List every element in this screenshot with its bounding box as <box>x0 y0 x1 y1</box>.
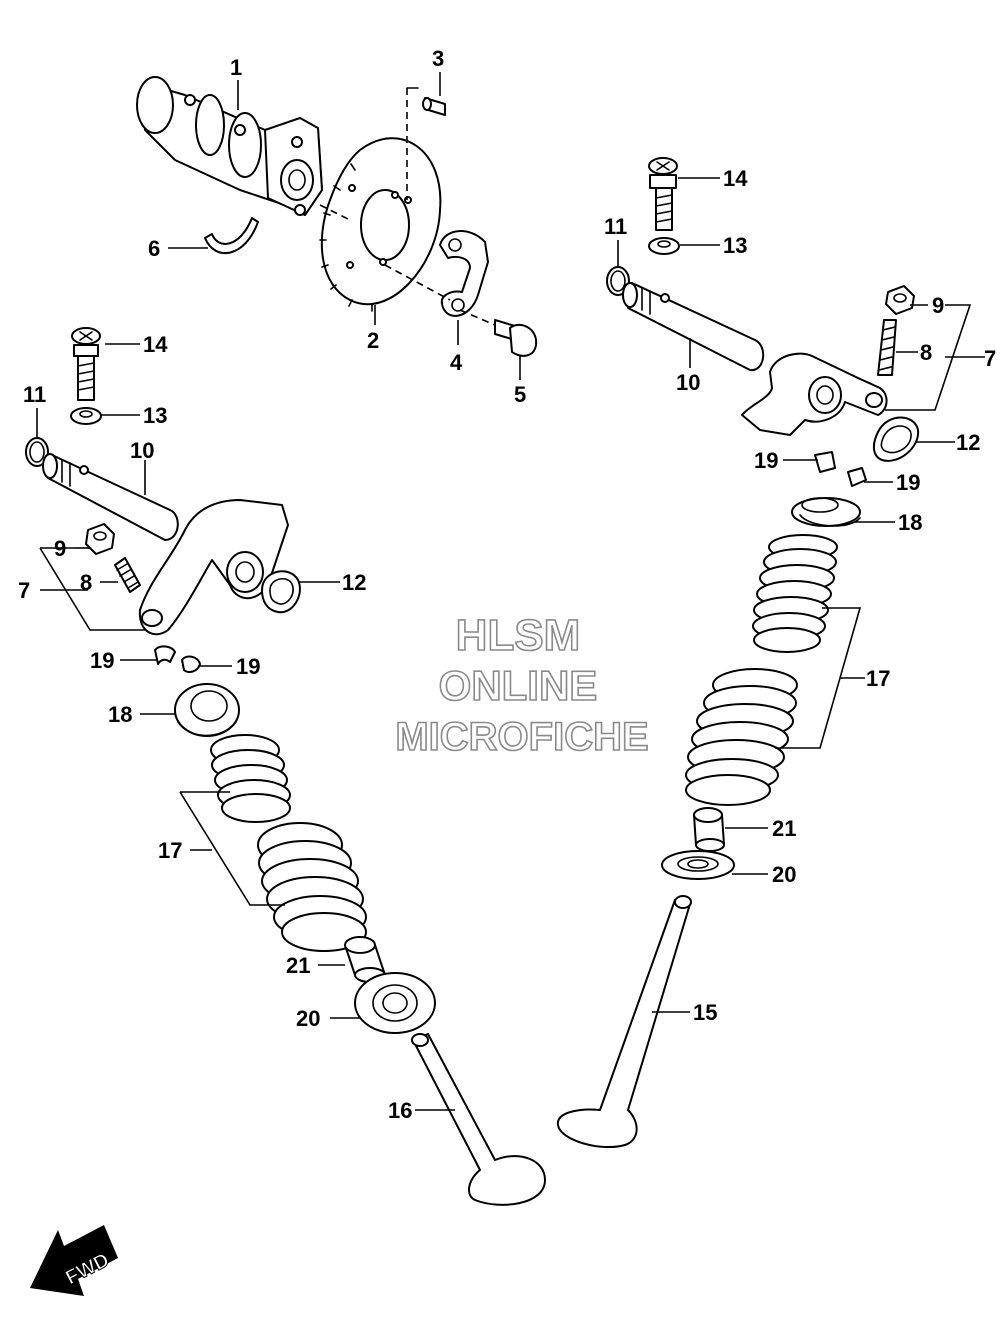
intake-valve <box>411 1033 546 1206</box>
watermark-line-1: HLSM <box>456 611 581 660</box>
valve-cotter-left <box>154 645 201 673</box>
callout-19-left-a: 19 <box>90 648 114 673</box>
valve-spring-inner-left <box>210 734 291 823</box>
callout-11-left: 11 <box>23 382 46 407</box>
callout-20-right: 20 <box>772 862 796 887</box>
rocker-arm-right <box>741 352 888 436</box>
callout-1: 1 <box>230 55 242 80</box>
callout-13-right: 13 <box>723 233 747 258</box>
valve-spring-outer-left <box>257 822 367 952</box>
forward-direction-arrow: FWD <box>30 1225 118 1296</box>
callout-11-right: 11 <box>604 214 627 239</box>
valve-spring-outer-right <box>685 668 798 806</box>
callout-8-left: 8 <box>80 570 92 595</box>
exhaust-valve <box>556 895 692 1149</box>
adjuster-screw-right <box>877 319 897 376</box>
cam-sprocket <box>319 137 442 312</box>
callout-16: 16 <box>388 1098 412 1123</box>
callout-6: 6 <box>148 236 160 261</box>
callout-7-right: 7 <box>984 346 996 371</box>
callout-17-right: 17 <box>866 666 890 691</box>
adjuster-screw-left <box>114 557 141 593</box>
watermark-line-3: MICROFICHE <box>395 715 648 759</box>
circlip <box>204 217 259 255</box>
callout-17-left: 17 <box>158 838 182 863</box>
callout-10-left: 10 <box>130 438 154 463</box>
rocker-shaft-left <box>42 453 179 541</box>
callout-18-right: 18 <box>898 510 922 535</box>
camshaft <box>136 76 323 216</box>
washer-right <box>648 237 680 255</box>
spring-seat-right <box>661 850 735 880</box>
callout-labels: 1 2 3 4 5 6 7 7 8 8 9 9 10 10 11 11 12 1… <box>18 46 996 1123</box>
callout-18-left: 18 <box>108 702 132 727</box>
callout-7-left: 7 <box>18 578 30 603</box>
valve-stem-seal-right <box>693 807 725 852</box>
washer-left <box>70 407 102 425</box>
alignment-lines-top <box>319 87 496 326</box>
callout-5: 5 <box>514 382 526 407</box>
callout-9-right: 9 <box>932 293 944 318</box>
callout-19-right-b: 19 <box>896 470 920 495</box>
callout-15: 15 <box>693 1000 717 1025</box>
dowel-pin <box>422 97 446 116</box>
callout-3: 3 <box>432 46 444 71</box>
watermark: HLSM ONLINE MICROFICHE <box>395 610 650 760</box>
sprocket-bolt <box>494 319 538 357</box>
callout-8-right: 8 <box>920 340 932 365</box>
spring-retainer-left <box>174 683 240 737</box>
callout-12-right: 12 <box>956 430 980 455</box>
spring-seat-left <box>354 972 436 1034</box>
watermark-line-2: ONLINE <box>439 662 598 709</box>
callout-10-right: 10 <box>676 370 700 395</box>
rocker-arm-left <box>138 499 289 636</box>
callout-20-left: 20 <box>296 1006 320 1031</box>
valve-cotter-right <box>814 451 867 487</box>
callout-21-left: 21 <box>286 953 310 978</box>
rocker-shaft-right <box>622 282 765 372</box>
leader-lines <box>36 72 985 1111</box>
callout-21-right: 21 <box>772 816 796 841</box>
adjuster-nut-left <box>85 523 115 555</box>
callout-9-left: 9 <box>54 536 66 561</box>
callout-14-right: 14 <box>723 166 748 191</box>
callout-12-left: 12 <box>342 570 366 595</box>
callout-4: 4 <box>450 350 463 375</box>
callout-14-left: 14 <box>143 332 168 357</box>
valve-spring-inner-right <box>752 534 838 653</box>
locking-plate <box>439 230 489 317</box>
callout-19-right-a: 19 <box>754 448 778 473</box>
callout-2: 2 <box>367 328 379 353</box>
callout-13-left: 13 <box>143 403 167 428</box>
spring-retainer-right <box>791 497 861 527</box>
rocker-shaft-bolt-left <box>71 327 101 401</box>
gasket-right <box>872 416 920 462</box>
callout-19-left-b: 19 <box>236 654 260 679</box>
gasket-left <box>261 570 301 614</box>
rocker-shaft-bolt-right <box>648 157 678 231</box>
adjuster-nut-right <box>885 285 915 315</box>
